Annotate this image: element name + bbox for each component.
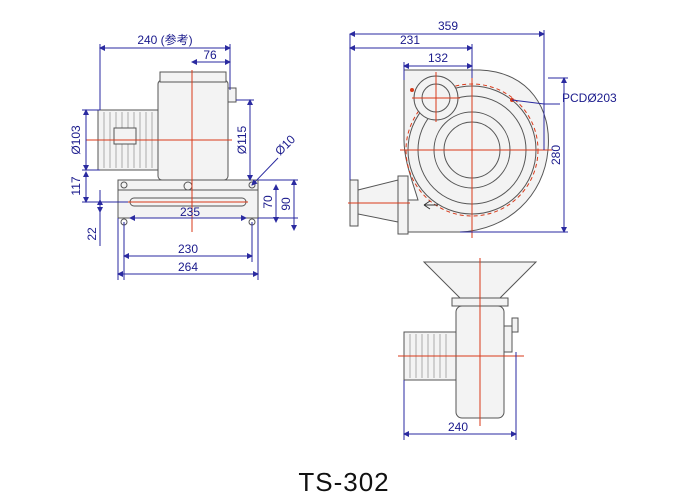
dim-front-dia103: Ø103 xyxy=(69,125,83,155)
dim-front-235: 235 xyxy=(180,205,200,219)
technical-drawing: 240 (参考) 76 Ø103 117 22 Ø115 Ø10 70 90 xyxy=(69,19,618,440)
dim-side-132: 132 xyxy=(428,51,448,65)
dim-front-76: 76 xyxy=(203,48,217,62)
dim-front-230: 230 xyxy=(178,242,198,256)
dim-side-280: 280 xyxy=(549,145,563,165)
side-view: 359 231 132 PCDØ203 280 xyxy=(348,19,617,238)
drawing-svg: 240 (参考) 76 Ø103 117 22 Ø115 Ø10 70 90 xyxy=(69,19,617,440)
dim-front-dia10: Ø10 xyxy=(272,132,298,158)
front-terminal-box xyxy=(113,127,137,145)
side-inlet-flange-right xyxy=(397,175,409,235)
front-housing xyxy=(157,79,229,181)
bottom-outlet-stub xyxy=(503,325,513,353)
side-airflow-arrow-icon xyxy=(423,200,438,210)
dim-front-width-ref: 240 (参考) xyxy=(137,32,192,47)
bottom-outlet-tab xyxy=(511,317,519,333)
dim-front-70: 70 xyxy=(261,195,275,209)
dim-front-117: 117 xyxy=(69,176,83,195)
dim-side-pcd: PCDØ203 xyxy=(562,91,617,105)
dim-front-90: 90 xyxy=(279,197,293,211)
front-base-lower xyxy=(117,189,259,219)
dim-side-359: 359 xyxy=(438,19,458,33)
base-hole-1 xyxy=(120,181,128,189)
dim-front-22: 22 xyxy=(85,227,99,241)
dim-front-dia115: Ø115 xyxy=(235,125,249,154)
dim-bottom-240: 240 xyxy=(448,420,468,434)
front-view: 240 (参考) 76 Ø103 117 22 Ø115 Ø10 70 90 xyxy=(69,32,298,280)
front-outlet-stub xyxy=(227,87,237,103)
bottom-view: 240 xyxy=(398,258,538,440)
front-inlet-ring xyxy=(159,71,227,83)
model-title: TS-302 xyxy=(298,467,390,497)
dim-side-231: 231 xyxy=(400,33,420,47)
side-inlet-cone xyxy=(357,179,399,223)
dim-front-264: 264 xyxy=(178,260,198,274)
